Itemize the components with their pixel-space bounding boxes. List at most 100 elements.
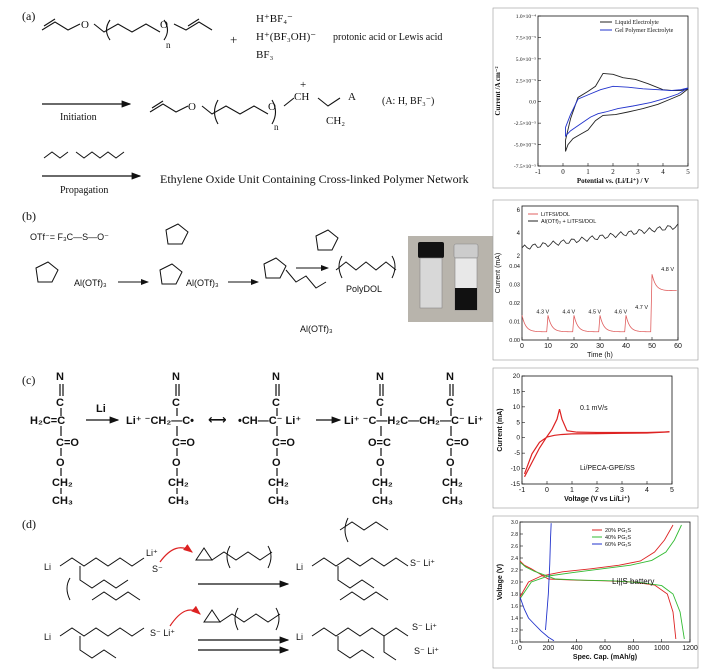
x-tick-label: 5 — [670, 487, 674, 494]
legend-label: Liquid Electrolyte — [615, 20, 659, 26]
x-tick-label: 4 — [645, 487, 649, 494]
vial-cap — [418, 242, 444, 258]
x-tick-label: 200 — [542, 645, 554, 652]
vial-clear — [419, 257, 443, 309]
subscript-n: n — [274, 122, 279, 132]
cation-note: (A: H, BF₃⁻) — [382, 96, 434, 107]
acid-2: H⁺(BF₃OH)⁻ — [256, 31, 316, 43]
y-tick-label: -5.0×10⁻⁵ — [514, 143, 536, 149]
panel-c: (c) N C H₂C=C C=O O CH₂ CH₃ Li N C Li⁺ — [22, 371, 484, 507]
legend-label: 60% PG₁S — [605, 542, 631, 548]
y-tick-label: 4 — [517, 231, 521, 237]
y-axis-label: Current /A cm⁻² — [494, 66, 502, 115]
chart-frame — [492, 367, 699, 509]
atom-c: C=O — [446, 437, 469, 449]
atom-c: C — [56, 397, 64, 409]
y-tick-label: 0.03 — [509, 283, 520, 289]
annotation: 0.1 mV/s — [580, 405, 608, 412]
y-tick-label: 10 — [513, 404, 521, 411]
x-tick-label: 10 — [544, 343, 552, 350]
vial-dark-liquid — [455, 288, 477, 310]
y-axis-label: Voltage (V) — [497, 564, 504, 600]
panel-d: (d) Li Li⁺ S⁻ Li S⁻ Li⁺ — [22, 517, 439, 661]
dioxolane-ring — [35, 261, 59, 283]
atom-c: C — [376, 397, 384, 409]
series-discharge-2 — [519, 561, 685, 640]
y-tick-label: 2.5×10⁻⁵ — [516, 78, 536, 84]
series-line-1 — [523, 408, 670, 478]
ch2-group: CH₂ — [52, 477, 73, 489]
x-tick-label: 4 — [661, 168, 665, 176]
atom-li: Li — [296, 632, 303, 642]
y-tick-label: 2.8 — [511, 532, 518, 538]
x-tick-label: 2 — [611, 168, 615, 176]
initiation-label: Initiation — [60, 112, 97, 123]
legend-label: 20% PG₁S — [605, 528, 631, 534]
acid-1: H⁺BF₄⁻ — [256, 13, 293, 25]
ch3-group: CH₃ — [168, 495, 189, 507]
y-tick-label: 0.00 — [509, 338, 520, 344]
panel-b: (b) OTf⁻= F₃C—S—O⁻ Al(OTf)₃ Al(OTf)₃ Al(… — [22, 209, 397, 334]
atom-li: Li — [44, 562, 51, 572]
h2c-group: H₂C=C — [30, 415, 65, 427]
atom-n: N — [272, 371, 280, 383]
atom-o: O — [56, 457, 65, 469]
li-cation: S⁻ Li⁺ — [412, 622, 437, 632]
y-tick-label: 1.0 — [511, 640, 518, 646]
annotation: Li||S battery — [612, 577, 654, 586]
y-tick-label: 2.4 — [511, 556, 518, 562]
atom-o: O — [376, 457, 385, 469]
dimer-backbone: Li⁺ ⁻C—H₂C—CH₂—C⁻ Li⁺ — [344, 415, 484, 427]
catalyst: Al(OTf)₃ — [74, 278, 107, 288]
y-tick-label: 1.0×10⁻⁴ — [516, 14, 536, 20]
polysulfide-product-1 — [311, 517, 409, 589]
subscript-n: n — [166, 40, 171, 50]
y-tick-label: 1.4 — [511, 616, 518, 622]
propagation-label: Propagation — [60, 185, 108, 196]
y-tick-label: 15 — [513, 388, 521, 395]
y-tick-label: 0.04 — [509, 264, 520, 270]
atom-o: O — [272, 457, 281, 469]
annotation: Li/PECA-GPE/SS — [580, 465, 635, 472]
annotation: 4.5 V — [588, 310, 601, 316]
y-tick-label: 2.6 — [511, 544, 518, 550]
dioxolane-ring — [315, 229, 339, 251]
x-tick-label: 1200 — [682, 645, 698, 652]
ch3-group: CH₃ — [442, 495, 463, 507]
atom-c: C — [446, 397, 454, 409]
atom-c: C=O — [172, 437, 195, 449]
eca-monomer: N C H₂C=C C=O O CH₂ CH₃ — [30, 371, 79, 507]
x-tick-label: 60 — [674, 343, 682, 350]
legend-label: 40% PG₁S — [605, 535, 631, 541]
x-axis-label: Voltage (V vs Li/Li⁺) — [564, 495, 630, 503]
x-tick-label: 50 — [648, 343, 656, 350]
atom-n: N — [376, 371, 384, 383]
reagent-li: Li — [96, 403, 106, 415]
x-tick-label: 2 — [595, 487, 599, 494]
y-tick-label: -2.5×10⁻⁵ — [514, 121, 536, 127]
atom-c: C — [272, 397, 280, 409]
x-tick-label: -1 — [519, 487, 525, 494]
panel-a-label: (a) — [22, 9, 35, 23]
intermediate-1 — [159, 223, 189, 285]
ch3-group: CH₃ — [372, 495, 393, 507]
y-tick-label: -5 — [514, 450, 520, 457]
y-axis-label: Current (mA) — [497, 408, 504, 451]
cation-plus: + — [300, 79, 306, 91]
y-tick-label: 1.6 — [511, 604, 518, 610]
atom-c: C=O — [272, 437, 295, 449]
annotation: 4.7 V — [635, 305, 648, 311]
x-tick-label: 600 — [599, 645, 611, 652]
epoxide-peg — [203, 607, 281, 631]
otf-anion: OTf⁻= F₃C—S—O⁻ — [30, 232, 109, 242]
panel-c-label: (c) — [22, 373, 35, 387]
atom-a: A — [348, 91, 356, 103]
y-tick-label: 7.5×10⁻⁵ — [516, 35, 536, 41]
y-tick-label: 1.2 — [511, 628, 518, 634]
plus-sign: + — [230, 32, 237, 47]
x-tick-label: 0 — [545, 487, 549, 494]
li-cation: S⁻ Li⁺ — [410, 558, 435, 568]
